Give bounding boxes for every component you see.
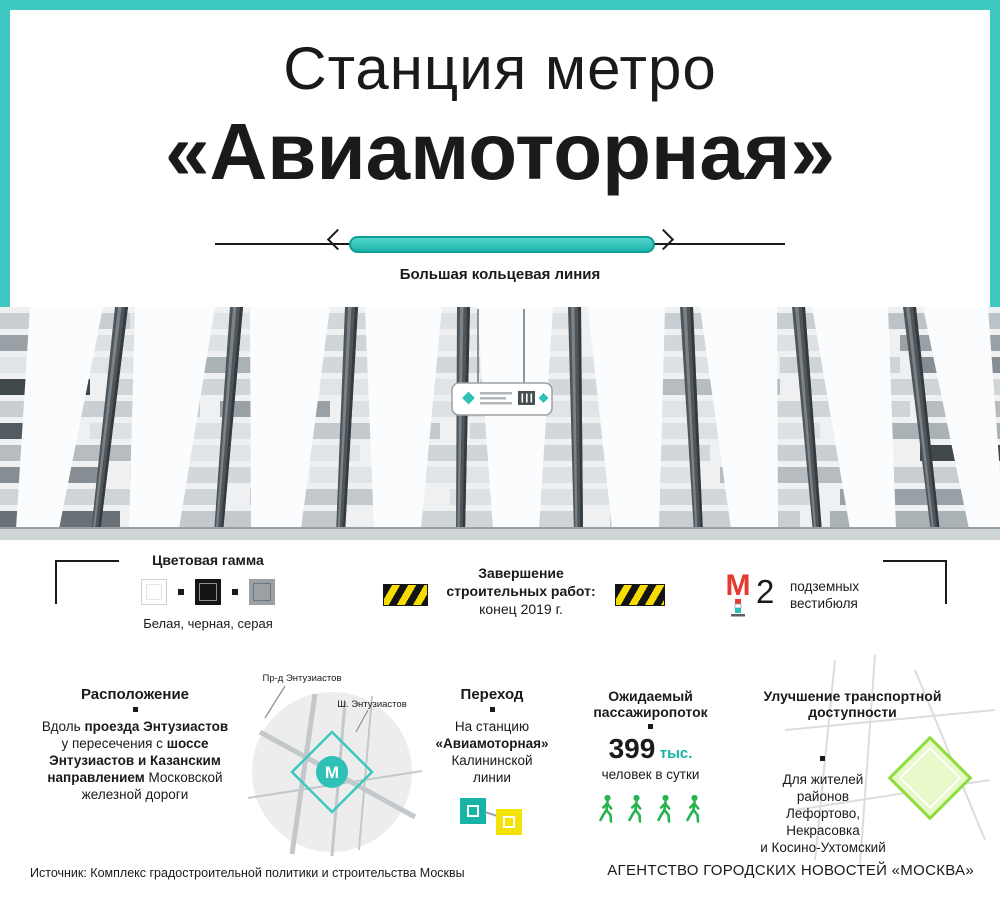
bullet-icon	[232, 589, 238, 595]
chevron-left-icon	[326, 228, 349, 251]
agency-credit: АГЕНТСТВО ГОРОДСКИХ НОВОСТЕЙ «МОСКВА»	[607, 862, 974, 879]
traffic-number: 399 тыс.	[608, 733, 693, 764]
hazard-stripes-icon	[615, 584, 665, 606]
swatch-gray	[249, 579, 275, 605]
inner-square	[503, 816, 515, 828]
palette-swatches	[118, 579, 298, 605]
section-bullet	[132, 707, 138, 712]
chevron-right-icon	[652, 228, 675, 251]
metro-line-pill	[349, 236, 655, 253]
section-bullet	[489, 707, 495, 712]
completion-text: Завершение строительных работ: конец 201…	[446, 565, 596, 617]
bullet-icon	[178, 589, 184, 595]
vestibule-label: подземных вестибюля	[790, 579, 860, 611]
map-label-shosse: Ш. Энтузиастов	[337, 699, 407, 710]
swatch-black	[195, 579, 221, 605]
location-text: Вдоль проезда Энтузиастов у пересечения …	[41, 719, 229, 802]
metro-letter: М	[325, 763, 339, 782]
source-credit: Источник: Комплекс градостроительной пол…	[30, 866, 465, 880]
traffic-caption: человек в сутки	[601, 767, 700, 782]
location-map: М Пр-д Энтузиастов Ш. Энтузиастов	[247, 673, 423, 857]
map-diamond	[290, 730, 374, 814]
palette-caption: Белая, черная, серая	[143, 616, 273, 631]
hazard-stripes-icon	[383, 584, 428, 606]
vestibule-count: 2	[756, 573, 775, 610]
metro-entrance-icon: М	[726, 570, 751, 617]
station-name-title: «Авиамоторная»	[165, 107, 835, 196]
swatch-white	[141, 579, 167, 605]
accessibility-title: Улучшение транспортной доступности	[763, 688, 942, 720]
section-bullet-wrap	[25, 707, 245, 712]
svg-text:М: М	[726, 570, 751, 602]
transfer-title: Переход	[460, 686, 524, 703]
station-illustration	[0, 307, 1000, 540]
section-bullet-wrap	[432, 707, 552, 712]
station-columns	[91, 307, 940, 533]
map-label-proezd: Пр-д Энтузиастов	[262, 673, 341, 684]
metro-logo-circle	[316, 756, 348, 788]
frame-right	[990, 0, 1000, 307]
transfer-lines-icon	[460, 796, 524, 840]
section-bullet	[820, 756, 825, 761]
section-bullet-wrap	[730, 756, 915, 761]
location-title: Расположение	[80, 686, 190, 703]
transfer-text: На станцию «Авиамоторная» Калининской ли…	[435, 719, 549, 785]
frame-left	[0, 0, 10, 307]
frame-top	[0, 0, 1000, 10]
pedestrians-icons	[578, 793, 723, 829]
decorative-bracket-right	[883, 560, 947, 604]
hanging-sign	[451, 309, 553, 416]
section-bullet-wrap	[578, 724, 723, 729]
section-bullet	[648, 724, 653, 729]
line-square-teal	[460, 798, 486, 824]
page-title: Станция метро	[283, 35, 717, 102]
walker-icons	[598, 793, 700, 823]
traffic-title: Ожидаемый пассажиропоток	[593, 688, 708, 720]
decorative-bracket-left	[55, 560, 119, 604]
metro-line-caption: Большая кольцевая линия	[399, 266, 601, 283]
line-square-yellow	[496, 809, 522, 835]
accessibility-text: Для жителей районов Лефортово, Некрасовк…	[760, 772, 886, 855]
station-pylons	[16, 307, 1000, 529]
inner-square	[467, 805, 479, 817]
palette-title: Цветовая гамма	[152, 552, 264, 568]
